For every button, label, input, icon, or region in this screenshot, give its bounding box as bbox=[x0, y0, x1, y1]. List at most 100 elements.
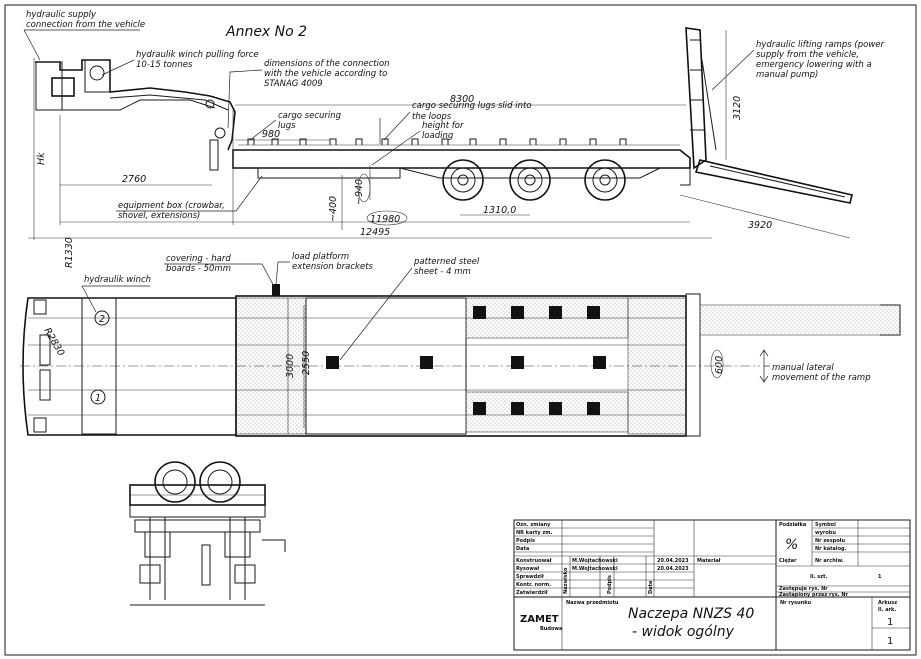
tb-symbol-2: Nr zespołu bbox=[815, 538, 846, 544]
title-block: Ozn. zmiany NR karty zm. Podpis Data Kon… bbox=[513, 519, 911, 651]
dim-3920: 3920 bbox=[748, 220, 772, 231]
svg-text:hydraulic supply: hydraulic supply bbox=[26, 10, 97, 20]
svg-text:cargo securing lugs slid into: cargo securing lugs slid into bbox=[412, 101, 532, 111]
tb-podzialka: Podziałka bbox=[779, 522, 806, 528]
equipment-box bbox=[257, 167, 401, 179]
tb-symbol-1: wyrobu bbox=[815, 530, 836, 536]
dim-940: ~940 bbox=[354, 179, 365, 205]
tb-date-1: 20.04.2023 bbox=[657, 566, 689, 572]
svg-text:extension brackets: extension brackets bbox=[292, 262, 374, 272]
tb-col-data: Data bbox=[648, 581, 654, 594]
svg-text:covering - hard: covering - hard bbox=[166, 254, 231, 264]
dim-hk: Hk bbox=[36, 152, 47, 165]
tb-row-7: Kontr. norm. bbox=[516, 582, 551, 588]
callout-2: 2 bbox=[99, 314, 105, 325]
annotation-extension-brackets: load platform extension brackets bbox=[275, 252, 374, 285]
side-view: 8300 3120 980 2760 ~940 ~400 1310,0 1198… bbox=[28, 27, 853, 240]
drawing-title-line1: Naczepa NNZS 40 bbox=[628, 606, 754, 622]
tb-name-0: M.Wojtachowski bbox=[572, 558, 618, 564]
tb-row-5: Rysował bbox=[516, 566, 539, 572]
annotation-steel-sheet: patterned steel sheet - 4 mm bbox=[339, 257, 480, 361]
sheet-border bbox=[4, 4, 917, 656]
tb-date-0: 20.04.2023 bbox=[657, 558, 689, 564]
svg-text:the loops: the loops bbox=[412, 112, 452, 122]
svg-text:manual lateral: manual lateral bbox=[772, 363, 834, 373]
tb-row-3: Data bbox=[516, 546, 529, 552]
tb-symbol-3: Nr katalog. bbox=[815, 546, 847, 552]
dim-2550: 2550 bbox=[301, 351, 312, 375]
svg-text:shovel, extensions): shovel, extensions) bbox=[118, 211, 200, 221]
tb-szt-val: 1 bbox=[878, 574, 882, 580]
annotation-equipment-box: equipment box (crowbar, shovel, extensio… bbox=[116, 175, 263, 221]
dim-11980: 11980 bbox=[370, 214, 400, 225]
annotation-covering: covering - hard boards - 50mm bbox=[164, 254, 277, 291]
dim-400: ~400 bbox=[328, 196, 339, 222]
tb-col-nazwisko: Nazwisko bbox=[563, 567, 569, 594]
tb-il-ark: Il. ark. bbox=[878, 607, 896, 613]
dim-r1330: R1330 bbox=[64, 237, 75, 268]
annotation-lifting-ramps: hydraulic lifting ramps (power supply fr… bbox=[711, 40, 884, 91]
dimension-lines bbox=[28, 30, 851, 240]
tb-ciezar: Ciężar bbox=[779, 558, 797, 564]
svg-text:hydraulik winch: hydraulik winch bbox=[84, 275, 151, 285]
svg-text:boards - 50mm: boards - 50mm bbox=[166, 264, 231, 274]
dim-2760: 2760 bbox=[122, 174, 146, 185]
svg-text:emergency lowering with a: emergency lowering with a bbox=[756, 60, 872, 70]
annex-title: Annex No 2 bbox=[225, 24, 307, 40]
svg-text:manual pump): manual pump) bbox=[756, 70, 818, 80]
svg-text:patterned steel: patterned steel bbox=[413, 257, 480, 267]
tb-row-2: Podpis bbox=[516, 538, 535, 544]
company-logo-sub: Budowa bbox=[540, 626, 562, 632]
svg-text:STANAG 4009: STANAG 4009 bbox=[264, 79, 323, 89]
annotation-connection-dims: dimensions of the connection with the ve… bbox=[227, 59, 390, 129]
svg-text:movement of the ramp: movement of the ramp bbox=[772, 373, 871, 383]
callout-1: 1 bbox=[95, 393, 101, 404]
svg-text:connection from the vehicle: connection from the vehicle bbox=[26, 20, 145, 30]
tb-nr-rysunku: Nr rysunku bbox=[780, 600, 812, 606]
tb-percent: % bbox=[785, 537, 798, 553]
company-logo: ZAMET bbox=[520, 614, 559, 625]
dim-8300: 8300 bbox=[450, 94, 474, 105]
rear-view bbox=[129, 461, 286, 606]
dim-1310: 1310,0 bbox=[483, 205, 516, 216]
annotation-manual-lateral: manual lateral movement of the ramp bbox=[764, 363, 871, 383]
annotation-cargo-lugs: cargo securing lugs bbox=[249, 111, 342, 141]
svg-text:hydraulic lifting ramps (power: hydraulic lifting ramps (power bbox=[756, 40, 884, 50]
annotation-height-loading: height for loading bbox=[371, 121, 464, 166]
top-view: 3000 2550 600 R1330 R2830 2 1 bbox=[20, 237, 901, 437]
dim-3120: 3120 bbox=[732, 96, 743, 120]
tb-row-8: Zatwierdził bbox=[516, 590, 548, 596]
svg-text:dimensions of the connection: dimensions of the connection bbox=[264, 59, 390, 69]
annotation-hydraulik-winch: hydraulik winch bbox=[81, 275, 151, 313]
tb-row-6: Sprawdził bbox=[516, 574, 544, 580]
tb-sheet-total: 1 bbox=[887, 636, 893, 647]
tb-nr-archiw: Nr archiw. bbox=[815, 558, 844, 564]
tb-row-0: Ozn. zmiany bbox=[516, 522, 551, 528]
dim-12495: 12495 bbox=[360, 227, 390, 238]
annotation-winch-force: hydraulik winch pulling force 10-15 tonn… bbox=[101, 50, 259, 76]
svg-text:equipment box (crowbar,: equipment box (crowbar, bbox=[118, 201, 225, 211]
dim-600: 600 bbox=[714, 356, 725, 374]
tb-symbol-0: Symbol bbox=[815, 522, 836, 528]
tb-arkusz: Arkusz bbox=[878, 600, 897, 606]
tb-nazwa: Nazwa przedmiotu bbox=[566, 600, 619, 606]
svg-text:height for: height for bbox=[422, 121, 464, 131]
annotation-hydraulic-supply: hydraulic supply connection from the veh… bbox=[23, 10, 145, 61]
dim-r2830: R2830 bbox=[41, 326, 66, 358]
svg-text:supply from the vehicle,: supply from the vehicle, bbox=[756, 50, 859, 60]
svg-text:cargo securing: cargo securing bbox=[278, 111, 342, 121]
rear-ramp bbox=[680, 27, 853, 204]
tb-sheet-no: 1 bbox=[887, 617, 893, 628]
svg-text:hydraulik winch pulling force: hydraulik winch pulling force bbox=[136, 50, 259, 60]
svg-text:lugs: lugs bbox=[278, 121, 296, 131]
annotation-cargo-lugs-slid: cargo securing lugs slid into the loops bbox=[379, 101, 532, 144]
axle-wheels bbox=[442, 159, 626, 201]
drawing-title-line2: - widok ogólny bbox=[632, 624, 735, 640]
tb-zastepuje: Zastępuje rys. Nr bbox=[779, 586, 828, 592]
tb-row-4: Konstruował bbox=[516, 558, 552, 564]
svg-text:sheet - 4 mm: sheet - 4 mm bbox=[414, 267, 471, 277]
svg-text:loading: loading bbox=[422, 131, 454, 141]
svg-text:load platform: load platform bbox=[292, 252, 349, 262]
svg-text:with the vehicle according to: with the vehicle according to bbox=[264, 69, 387, 79]
